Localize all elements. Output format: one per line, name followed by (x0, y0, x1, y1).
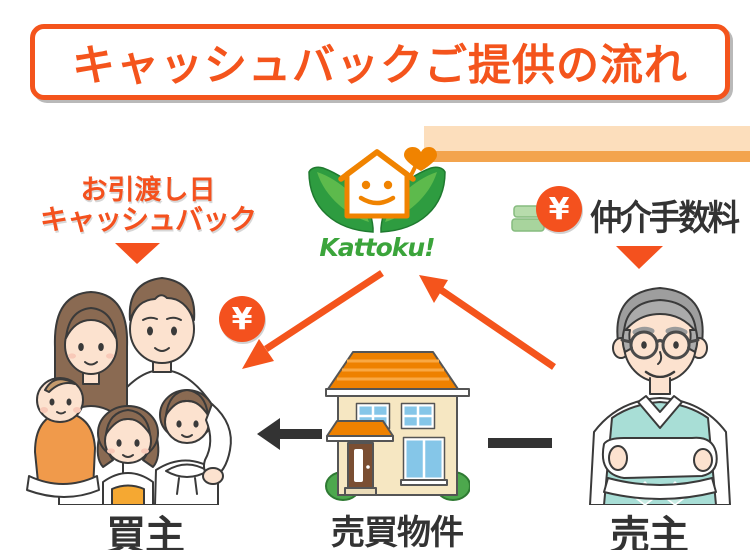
banner-stripe-light (424, 126, 750, 151)
cashback-label: キャッシュバック (39, 203, 257, 237)
yen-symbol: ¥ (231, 301, 253, 337)
page-title: キャッシュバックご提供の流れ (72, 41, 688, 91)
property-label: 売買物件 (331, 513, 464, 550)
seller-label: 売主 (610, 513, 689, 550)
handover-day-label: お引渡し日 (80, 175, 216, 206)
yen-symbol: ¥ (548, 191, 570, 227)
handover-cashback-caption: お引渡し日 キャッシュバック (28, 176, 268, 235)
house-illustration (325, 351, 470, 501)
down-arrow-icon (616, 246, 663, 269)
lower-window (400, 436, 448, 486)
buyer-label: 買主 (106, 513, 185, 550)
company-logo-icon (308, 146, 446, 233)
banner-stripe-dark (424, 151, 750, 162)
son-figure (154, 389, 219, 505)
daughter-figure (96, 405, 160, 505)
arrow-to-buyer-icon (242, 270, 384, 369)
mother-arm (26, 475, 100, 498)
connector-arrow-left-icon (257, 418, 322, 450)
crossed-arms (602, 436, 718, 500)
title-box: キャッシュバックご提供の流れ (30, 24, 730, 100)
upper-window (400, 402, 436, 430)
banknotes-icon (511, 205, 545, 232)
buyer-family-illustration (26, 277, 232, 505)
yen-coin-icon: ¥ (219, 296, 265, 342)
connector-dash-right-icon (488, 438, 552, 448)
logo-wordmark: Kattoku! (319, 233, 435, 262)
down-arrow-icon (115, 243, 160, 264)
smiling-house-icon (338, 149, 416, 219)
father-arm (202, 403, 232, 485)
baby-figure (26, 377, 100, 498)
yen-coin-icon: ¥ (536, 186, 582, 232)
glasses-icon (620, 330, 700, 360)
arrow-from-seller-icon (419, 275, 556, 370)
brokerage-fee-label: 仲介手数料 (590, 199, 740, 239)
seller-illustration (589, 287, 731, 505)
